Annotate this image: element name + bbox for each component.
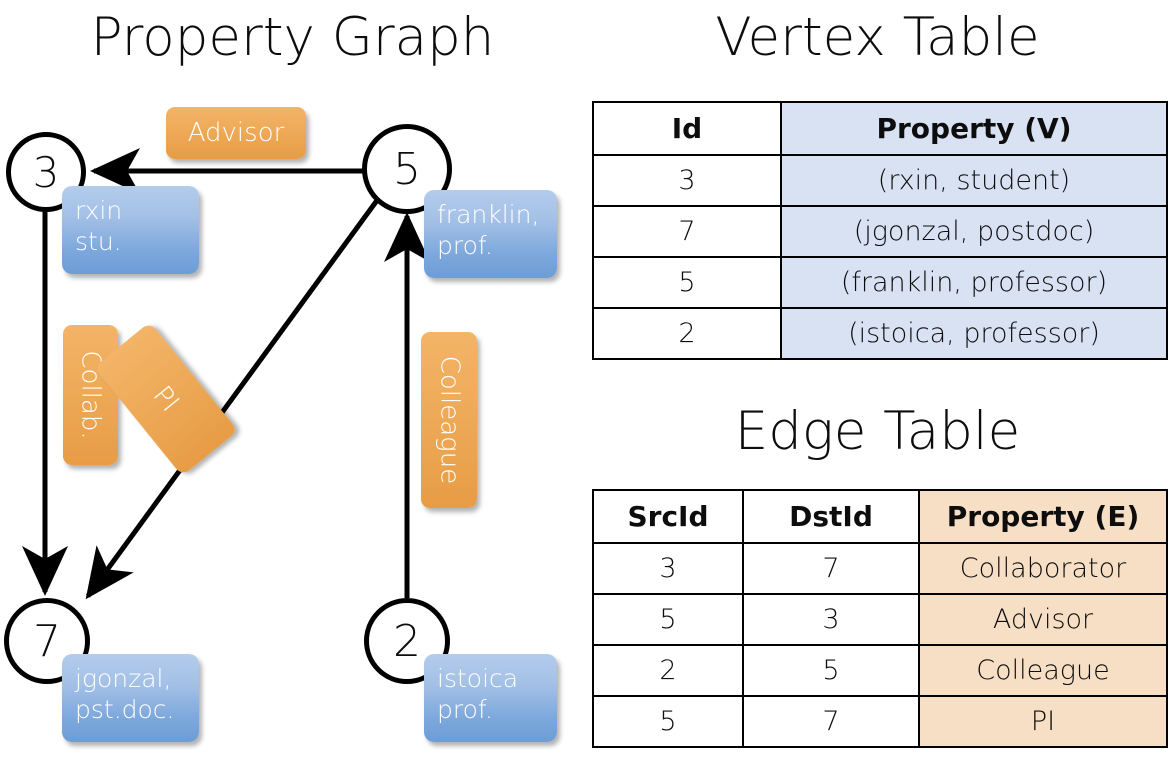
- edge-table: SrcId DstId Property (E) 3 7 Collaborato…: [592, 489, 1168, 748]
- edge-table-cell-dstid: 5: [742, 644, 920, 697]
- vertex-table-cell-id: 7: [592, 205, 782, 258]
- vertex-node-2-label: 2: [393, 615, 421, 667]
- edge-label-advisor-text: Advisor: [187, 118, 285, 148]
- edge-table-header-property: Property (E): [918, 489, 1168, 544]
- edge-label-advisor: Advisor: [166, 107, 306, 159]
- graph-edges-layer: [22, 148, 430, 600]
- edge-table-cell-property: Collaborator: [918, 542, 1168, 595]
- edge-table-cell-dstid: 7: [742, 695, 920, 748]
- vertex-table-header-row: Id Property (V): [592, 101, 1168, 156]
- edge-label-collab: Collab.: [63, 325, 118, 465]
- page-title-vertex-table: Vertex Table: [715, 7, 1040, 68]
- table-row[interactable]: 3 7 Collaborator: [592, 542, 1168, 595]
- vertex-table-cell-property: (jgonzal, postdoc): [780, 205, 1168, 258]
- table-row[interactable]: 5 7 PI: [592, 695, 1168, 748]
- vertex-table-cell-property: (franklin, professor): [780, 256, 1168, 309]
- edge-table-cell-srcid: 3: [592, 542, 744, 595]
- edge-table-cell-property: Advisor: [918, 593, 1168, 646]
- edge-5-to-7: [85, 197, 381, 600]
- edge-table-cell-srcid: 5: [592, 593, 744, 646]
- edge-table-header-srcid: SrcId: [592, 489, 744, 544]
- table-row[interactable]: 5 (franklin, professor): [592, 256, 1168, 309]
- edge-table-cell-property: Colleague: [918, 644, 1168, 697]
- edge-label-pi-text: PI: [146, 380, 186, 418]
- vertex-node-5[interactable]: 5: [362, 124, 452, 214]
- vertex-node-7-label: 7: [33, 615, 61, 667]
- vertex-property-box-3: rxin stu.: [62, 186, 199, 274]
- vertex-property-box-5: franklin, prof.: [424, 190, 557, 278]
- vertex-node-2[interactable]: 2: [364, 598, 450, 684]
- vertex-node-3-label: 3: [32, 147, 60, 197]
- edge-table-cell-dstid: 3: [742, 593, 920, 646]
- vertex-table-cell-id: 3: [592, 154, 782, 207]
- edge-table-cell-srcid: 2: [592, 644, 744, 697]
- page-title-property-graph: Property Graph: [90, 7, 495, 68]
- edge-table-cell-property: PI: [918, 695, 1168, 748]
- vertex-table-header-property: Property (V): [780, 101, 1168, 156]
- vertex-property-box-7: jgonzal, pst.doc.: [62, 654, 199, 742]
- vertex-table-header-id: Id: [592, 101, 782, 156]
- vertex-table-cell-property: (istoica, professor): [780, 307, 1168, 360]
- property-graph-panel: Property Graph 3 5 7 2 rxin stu. frankli…: [4, 7, 557, 742]
- vertex-table-cell-id: 5: [592, 256, 782, 309]
- vertex-table-cell-property: (rxin, student): [780, 154, 1168, 207]
- edge-table-header-dstid: DstId: [742, 489, 920, 544]
- table-row[interactable]: 5 3 Advisor: [592, 593, 1168, 646]
- table-row[interactable]: 2 5 Colleague: [592, 644, 1168, 697]
- page-title-edge-table: Edge Table: [734, 401, 1021, 462]
- edge-table-header-row: SrcId DstId Property (E): [592, 489, 1168, 544]
- edge-label-colleague: Colleague: [421, 332, 477, 508]
- table-row[interactable]: 2 (istoica, professor): [592, 307, 1168, 360]
- edge-label-colleague-text: Colleague: [434, 355, 465, 485]
- vertex-table: Id Property (V) 3 (rxin, student) 7 (jgo…: [592, 101, 1168, 360]
- vertex-property-box-2: istoica prof.: [424, 654, 557, 742]
- table-row[interactable]: 7 (jgonzal, postdoc): [592, 205, 1168, 258]
- vertex-table-cell-id: 2: [592, 307, 782, 360]
- table-row[interactable]: 3 (rxin, student): [592, 154, 1168, 207]
- edge-table-cell-dstid: 7: [742, 542, 920, 595]
- edge-table-cell-srcid: 5: [592, 695, 744, 748]
- vertex-node-5-label: 5: [393, 143, 421, 195]
